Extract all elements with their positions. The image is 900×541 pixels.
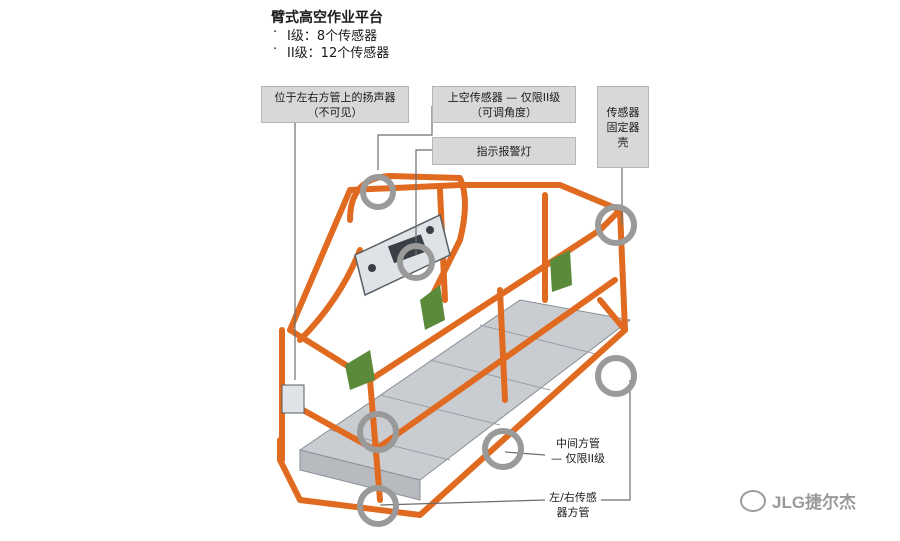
watermark-text: JLG捷尔杰 — [772, 493, 857, 512]
callout-housing-line3: 壳 — [617, 135, 629, 149]
callout-overhead-sensor: 上空传感器 — 仅限II级 （可调角度） — [432, 86, 576, 123]
bullet-class-1-text: I级：8个传感器 — [287, 29, 378, 44]
sensor-rings — [357, 174, 637, 527]
sensor-ring-middle-tube — [482, 428, 524, 470]
callout-side-line1: 左/右传感 — [549, 491, 597, 504]
callout-middle-line2: — 仅限II级 — [551, 452, 605, 465]
callout-overhead-line2: （可调角度） — [471, 105, 537, 119]
bullet-marker: · — [273, 25, 278, 40]
bullet-marker: · — [273, 42, 278, 57]
callout-speaker: 位于左右方管上的扬声器 （不可见） — [261, 86, 409, 123]
callout-speaker-line1: 位于左右方管上的扬声器 — [274, 90, 396, 104]
callout-sensor-housing: 传感器 固定器 壳 — [597, 86, 649, 168]
sensor-ring-housing-top — [595, 204, 637, 246]
callout-warning-light: 指示报警灯 — [432, 137, 576, 165]
callout-side-line2: 器方管 — [556, 506, 590, 519]
page-title: 臂式高空作业平台 — [271, 10, 383, 26]
callout-middle-line1: 中间方管 — [556, 437, 600, 450]
sensor-ring-warning-light — [397, 243, 435, 281]
speaker-box — [281, 384, 305, 414]
callout-housing-line2: 固定器 — [606, 120, 640, 134]
sensor-ring-overhead — [360, 174, 396, 210]
callout-middle-tube: 中间方管 — 仅限II级 — [545, 436, 611, 466]
sensor-ring-side-tube — [357, 485, 399, 527]
sensor-ring-housing-right — [595, 355, 637, 397]
callout-side-tube: 左/右传感 器方管 — [545, 490, 601, 520]
callout-overhead-line1: 上空传感器 — 仅限II级 — [447, 90, 561, 104]
callout-housing-line1: 传感器 — [606, 105, 640, 119]
bullet-class-2-text: II级：12个传感器 — [287, 46, 390, 61]
wechat-icon — [740, 489, 766, 512]
watermark: JLG捷尔杰 — [740, 488, 856, 513]
bullet-class-2: · II级：12个传感器 — [273, 42, 390, 61]
callout-warning-line1: 指示报警灯 — [476, 144, 532, 158]
callout-speaker-line2: （不可见） — [307, 105, 363, 119]
sensor-ring-left-middle — [357, 411, 399, 453]
mount-brackets — [345, 250, 572, 390]
bullet-class-1: · I级：8个传感器 — [273, 25, 378, 44]
